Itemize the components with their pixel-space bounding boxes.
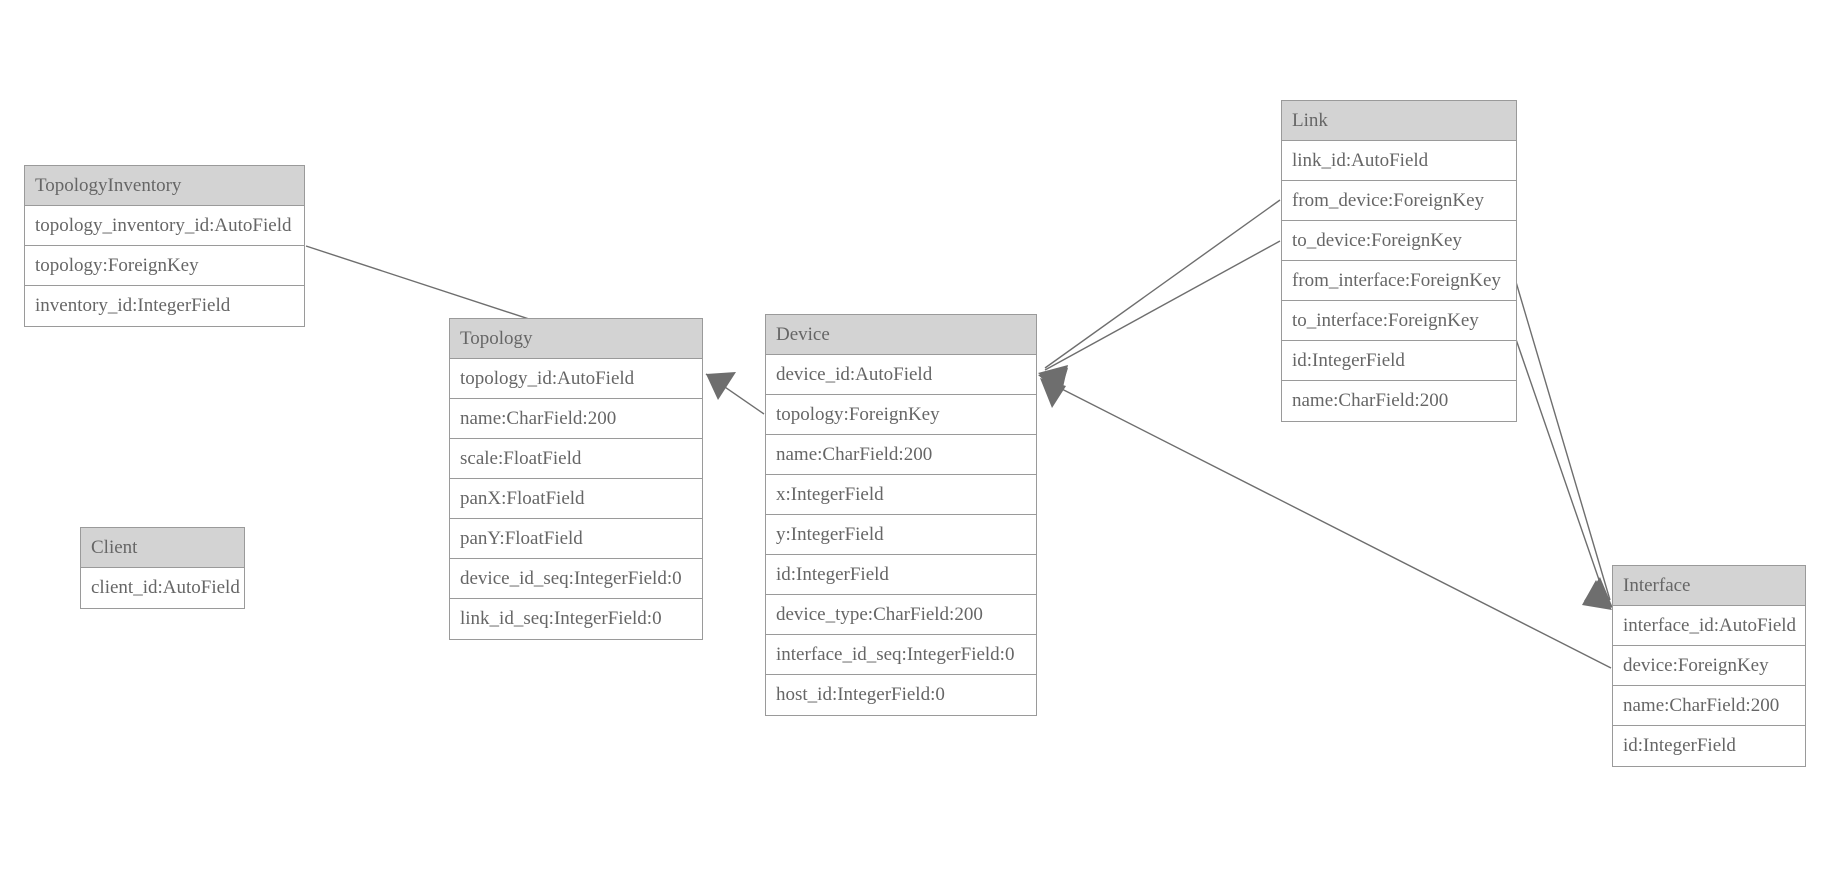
field-inventory-id[interactable]: inventory_id:IntegerField — [25, 286, 304, 326]
entity-link[interactable]: Link link_id:AutoField from_device:Forei… — [1281, 100, 1517, 422]
entity-title-link: Link — [1282, 101, 1516, 141]
entity-title-topologyinventory: TopologyInventory — [25, 166, 304, 206]
field-link-to-interface[interactable]: to_interface:ForeignKey — [1282, 301, 1516, 341]
field-topology-device-id-seq[interactable]: device_id_seq:IntegerField:0 — [450, 559, 702, 599]
field-interface-id[interactable]: interface_id:AutoField — [1613, 606, 1805, 646]
field-device-x[interactable]: x:IntegerField — [766, 475, 1036, 515]
field-interface-device[interactable]: device:ForeignKey — [1613, 646, 1805, 686]
edge-link-to-interface — [1509, 321, 1612, 610]
field-topology-id[interactable]: topology_id:AutoField — [450, 359, 702, 399]
edge-link-from-interface — [1515, 281, 1613, 608]
field-topology-pany[interactable]: panY:FloatField — [450, 519, 702, 559]
edge-device-topology — [705, 372, 765, 415]
field-topology-inventory-id[interactable]: topology_inventory_id:AutoField — [25, 206, 304, 246]
field-device-host-id[interactable]: host_id:IntegerField:0 — [766, 675, 1036, 715]
field-link-from-interface[interactable]: from_interface:ForeignKey — [1282, 261, 1516, 301]
field-client-id[interactable]: client_id:AutoField — [81, 568, 244, 608]
field-device-type[interactable]: device_type:CharField:200 — [766, 595, 1036, 635]
field-interface-name[interactable]: name:CharField:200 — [1613, 686, 1805, 726]
field-link-id[interactable]: link_id:AutoField — [1282, 141, 1516, 181]
field-device-y[interactable]: y:IntegerField — [766, 515, 1036, 555]
field-link-id-integer[interactable]: id:IntegerField — [1282, 341, 1516, 381]
entity-topologyinventory[interactable]: TopologyInventory topology_inventory_id:… — [24, 165, 305, 327]
field-device-id-integer[interactable]: id:IntegerField — [766, 555, 1036, 595]
entity-device[interactable]: Device device_id:AutoField topology:Fore… — [765, 314, 1037, 716]
field-topology-name[interactable]: name:CharField:200 — [450, 399, 702, 439]
entity-title-client: Client — [81, 528, 244, 568]
entity-title-device: Device — [766, 315, 1036, 355]
entity-title-topology: Topology — [450, 319, 702, 359]
field-interface-id-integer[interactable]: id:IntegerField — [1613, 726, 1805, 766]
field-topology-panx[interactable]: panX:FloatField — [450, 479, 702, 519]
field-device-name[interactable]: name:CharField:200 — [766, 435, 1036, 475]
entity-interface[interactable]: Interface interface_id:AutoField device:… — [1612, 565, 1806, 767]
entity-client[interactable]: Client client_id:AutoField — [80, 527, 245, 609]
field-link-name[interactable]: name:CharField:200 — [1282, 381, 1516, 421]
field-device-interface-id-seq[interactable]: interface_id_seq:IntegerField:0 — [766, 635, 1036, 675]
edge-link-to-device — [1038, 240, 1281, 394]
field-device-topology[interactable]: topology:ForeignKey — [766, 395, 1036, 435]
field-link-from-device[interactable]: from_device:ForeignKey — [1282, 181, 1516, 221]
field-topology-link-id-seq[interactable]: link_id_seq:IntegerField:0 — [450, 599, 702, 639]
edge-link-from-device — [1038, 199, 1281, 392]
field-topology-foreignkey[interactable]: topology:ForeignKey — [25, 246, 304, 286]
field-link-to-device[interactable]: to_device:ForeignKey — [1282, 221, 1516, 261]
field-device-id[interactable]: device_id:AutoField — [766, 355, 1036, 395]
entity-topology[interactable]: Topology topology_id:AutoField name:Char… — [449, 318, 703, 640]
field-topology-scale[interactable]: scale:FloatField — [450, 439, 702, 479]
entity-title-interface: Interface — [1613, 566, 1805, 606]
